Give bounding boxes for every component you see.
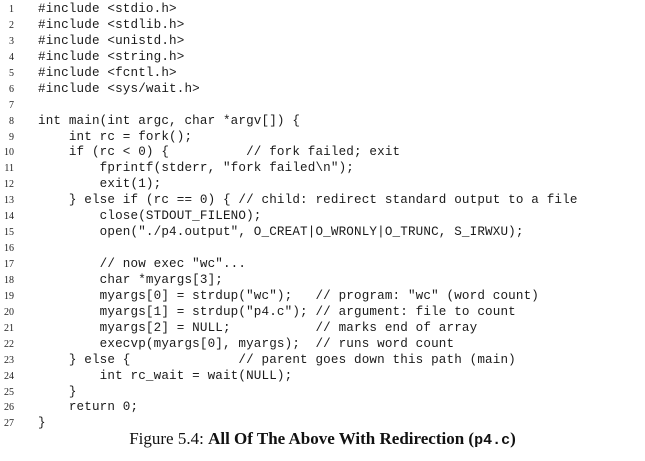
line-code: int main(int argc, char *argv[]) {: [38, 113, 301, 128]
code-line: 7: [0, 98, 645, 114]
code-line: 5 #include <fcntl.h>: [0, 66, 645, 82]
line-number: 4: [9, 51, 14, 63]
line-code: execvp(myargs[0], myargs); // runs word …: [38, 336, 455, 351]
line-code: } else { // parent goes down this path (…: [38, 352, 516, 367]
line-number: 7: [9, 99, 14, 111]
line-number: 20: [4, 306, 14, 318]
line-number: 3: [9, 35, 14, 47]
line-code: }: [38, 384, 77, 399]
line-code: int rc_wait = wait(NULL);: [38, 368, 293, 383]
code-line: 1 #include <stdio.h>: [0, 2, 645, 18]
line-number: 25: [4, 386, 14, 398]
line-code: #include <stdlib.h>: [38, 17, 185, 32]
code-line: 20 myargs[1] = strdup("p4.c"); // argume…: [0, 305, 645, 321]
code-line: 16: [0, 241, 645, 257]
code-line: 18 char *myargs[3];: [0, 273, 645, 289]
line-number: 11: [4, 163, 14, 175]
line-number: 21: [4, 322, 14, 334]
line-code: int rc = fork();: [38, 129, 193, 144]
code-line: 4 #include <string.h>: [0, 50, 645, 66]
caption-close-paren: ): [510, 429, 516, 448]
line-code: open("./p4.output", O_CREAT|O_WRONLY|O_T…: [38, 225, 524, 240]
line-number: 5: [9, 67, 14, 79]
line-number: 22: [4, 338, 14, 350]
line-code: }: [38, 416, 46, 431]
code-line: 13 } else if (rc == 0) { // child: redir…: [0, 193, 645, 209]
line-number: 10: [4, 147, 14, 159]
code-line: 27}: [0, 416, 645, 432]
line-number: 2: [9, 19, 14, 31]
code-line: 17 // now exec "wc"...: [0, 257, 645, 273]
line-number: 9: [9, 131, 14, 143]
figure-caption: Figure 5.4: All Of The Above With Redire…: [0, 429, 645, 449]
caption-filename: p4.c: [474, 432, 511, 449]
line-number: 24: [4, 370, 14, 382]
line-code: myargs[2] = NULL; // marks end of array: [38, 320, 478, 335]
code-line: 14 close(STDOUT_FILENO);: [0, 209, 645, 225]
code-line: 2 #include <stdlib.h>: [0, 18, 645, 34]
code-line: 9 int rc = fork();: [0, 130, 645, 146]
line-code: #include <fcntl.h>: [38, 65, 177, 80]
line-number: 6: [9, 83, 14, 95]
line-code: #include <stdio.h>: [38, 2, 177, 16]
code-line: 24 int rc_wait = wait(NULL);: [0, 369, 645, 385]
line-code: char *myargs[3];: [38, 272, 223, 287]
line-code: #include <sys/wait.h>: [38, 81, 200, 96]
line-code: myargs[1] = strdup("p4.c"); // argument:…: [38, 304, 516, 319]
code-line: 22 execvp(myargs[0], myargs); // runs wo…: [0, 337, 645, 353]
code-line: 10 if (rc < 0) { // fork failed; exit: [0, 145, 645, 161]
caption-label: Figure 5.4:: [129, 429, 209, 448]
line-number: 16: [4, 243, 14, 255]
line-code: #include <string.h>: [38, 49, 185, 64]
line-code: fprintf(stderr, "fork failed\n");: [38, 161, 355, 176]
code-line: 12 exit(1);: [0, 177, 645, 193]
line-code: if (rc < 0) { // fork failed; exit: [38, 145, 401, 160]
line-number: 15: [4, 227, 14, 239]
line-number: 13: [4, 195, 14, 207]
line-code: exit(1);: [38, 177, 162, 192]
line-number: 26: [4, 402, 14, 414]
line-code: #include <unistd.h>: [38, 33, 185, 48]
line-number: 1: [9, 4, 14, 15]
line-code: myargs[0] = strdup("wc"); // program: "w…: [38, 288, 539, 303]
line-number: 27: [4, 418, 14, 430]
line-number: 23: [4, 354, 14, 366]
code-line: 19 myargs[0] = strdup("wc"); // program:…: [0, 289, 645, 305]
code-line: 23 } else { // parent goes down this pat…: [0, 353, 645, 369]
line-code: // now exec "wc"...: [38, 257, 247, 271]
code-line: 21 myargs[2] = NULL; // marks end of arr…: [0, 321, 645, 337]
line-code: } else if (rc == 0) { // child: redirect…: [38, 193, 578, 208]
line-code: close(STDOUT_FILENO);: [38, 209, 262, 224]
line-code: return 0;: [38, 400, 139, 415]
line-number: 12: [4, 179, 14, 191]
code-line: 26 return 0;: [0, 400, 645, 416]
code-line: 15 open("./p4.output", O_CREAT|O_WRONLY|…: [0, 225, 645, 241]
line-number: 17: [4, 259, 14, 270]
code-line: 6 #include <sys/wait.h>: [0, 82, 645, 98]
line-number: 18: [4, 274, 14, 286]
line-number: 8: [9, 115, 14, 127]
line-number: 19: [4, 290, 14, 302]
code-line: 25 }: [0, 385, 645, 401]
code-line: 3 #include <unistd.h>: [0, 34, 645, 50]
code-line: 11 fprintf(stderr, "fork failed\n");: [0, 161, 645, 177]
caption-title: All Of The Above With Redirection (: [208, 429, 475, 448]
line-number: 14: [4, 211, 14, 223]
code-line: 8 int main(int argc, char *argv[]) {: [0, 114, 645, 130]
code-listing: 1 #include <stdio.h> 2 #include <stdlib.h> 3…: [0, 2, 645, 432]
